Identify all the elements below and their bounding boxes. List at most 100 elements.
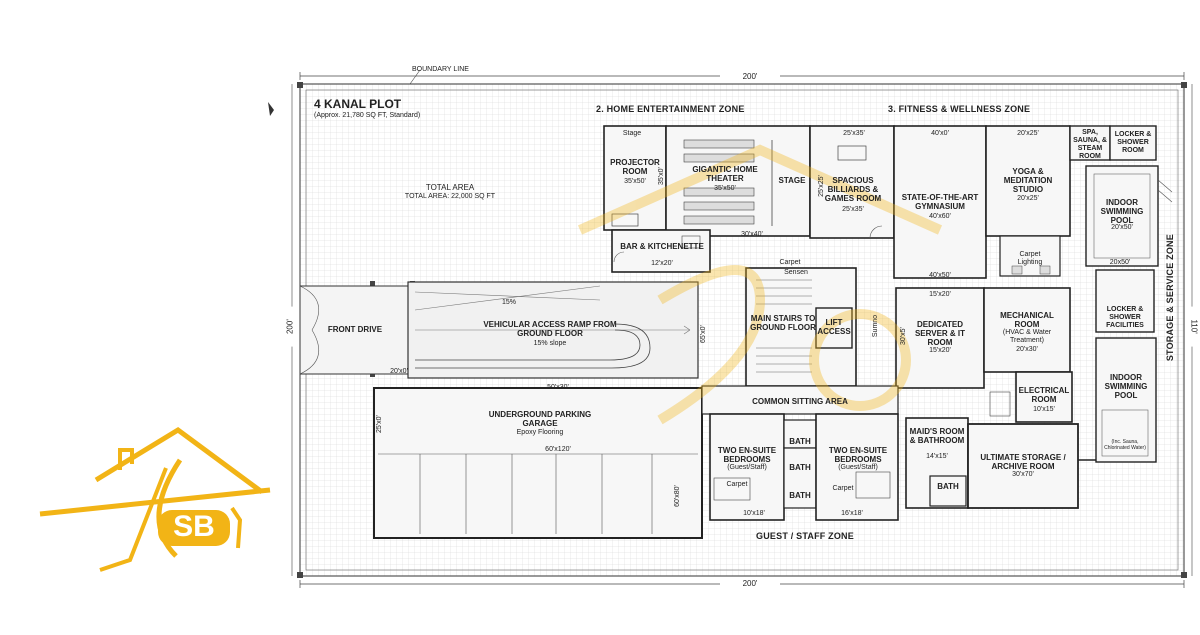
garage-right-dim: 60'x80'	[673, 485, 681, 507]
lift-title: LIFT ACCESS	[817, 318, 851, 337]
left-dimension: 200'	[285, 306, 295, 347]
locker-room-top	[1109, 125, 1157, 161]
gymnasium	[893, 125, 987, 279]
mechanical-room	[983, 287, 1071, 373]
locker-facilities	[1095, 269, 1155, 333]
maids-title: MAID'S ROOM & BATHROOM	[909, 427, 965, 446]
watermark-logo	[577, 144, 943, 425]
plot-title: 4 KANAL PLOT	[314, 97, 402, 111]
stairs-side-dim: 65'x0'	[699, 325, 707, 343]
theater-dim: 35'x50'	[714, 185, 736, 192]
front-drive-label: FRONT DRIVE	[327, 325, 383, 334]
pool-top-bottom-dim: 20x50'	[1109, 259, 1131, 266]
indoor-pool	[1095, 337, 1157, 463]
mech-dim: 20'x30'	[1016, 346, 1038, 353]
total-area-title: TOTAL AREA	[425, 183, 475, 192]
zone-fitness: 3. FITNESS & WELLNESS ZONE	[888, 104, 1031, 114]
gym-top-dim: 40'x0'	[931, 130, 949, 137]
bath-2: BATH	[789, 463, 811, 472]
gym-dim: 40'x60'	[929, 213, 951, 220]
projector-dim: 35'x50'	[624, 178, 646, 185]
maids-bath	[929, 475, 967, 507]
yoga-dim: 20'x25'	[1017, 195, 1039, 202]
bath-center-left	[783, 447, 817, 509]
bar-kitchenette	[611, 229, 711, 273]
maids-bath: BATH	[937, 482, 959, 491]
garage-sub: Epoxy Flooring	[516, 429, 564, 436]
locker-title: LOCKER & SHOWER FACILITIES	[1106, 306, 1144, 330]
stage-small-label: Stage	[622, 130, 642, 137]
maids-dim: 14'x15'	[926, 453, 948, 460]
elec-title: ELECTRICAL ROOM	[1018, 386, 1070, 405]
logo-text: SB	[173, 510, 215, 543]
gym-bottom-dim: 40'x50'	[929, 272, 951, 279]
garage-title: UNDERGROUND PARKING GARAGE	[488, 410, 592, 429]
theater-bottom-dim: 30'x40'	[741, 231, 763, 238]
bedrooms-left-dim: 10'x18'	[743, 510, 765, 517]
zone-guest-staff: GUEST / STAFF ZONE	[756, 531, 854, 541]
garage-inner-dim: 60'x120'	[545, 446, 571, 453]
server-title: DEDICATED SERVER & IT ROOM	[914, 320, 966, 348]
bar-dim: 12'x20'	[651, 260, 673, 267]
spa-title: SPA, SAUNA, & STEAM ROOM	[1073, 129, 1107, 161]
pass-label: Sensen	[784, 269, 808, 276]
plot-subtitle: (Approx. 21,780 SQ FT, Standard)	[314, 112, 421, 119]
bedrooms-right	[815, 413, 899, 521]
billiards-side-dim: 25'x25'	[817, 175, 825, 197]
total-area-value: TOTAL AREA: 22,000 SQ FT	[404, 193, 496, 200]
right-dimension: 110'	[1189, 306, 1199, 347]
cursor-icon	[268, 102, 274, 116]
carpet-top: Carpet	[779, 259, 801, 266]
billiards-title: SPACIOUS BILLIARDS & GAMES ROOM	[824, 176, 882, 204]
ramp-title: VEHICULAR ACCESS RAMP FROM GROUND FLOOR	[483, 320, 617, 339]
locker-top-title: LOCKER & SHOWER ROOM	[1114, 131, 1152, 155]
storage-title: ULTIMATE STORAGE / ARCHIVE ROOM	[980, 453, 1066, 472]
storage-dim: 30'x70'	[1012, 471, 1034, 478]
stage-label: STAGE	[778, 176, 806, 185]
bath-center-top	[783, 419, 817, 449]
spa-room	[1069, 125, 1111, 161]
bar-title: BAR & KITCHENETTE	[620, 242, 704, 251]
common-sitting-area	[701, 385, 899, 415]
parking-garage	[373, 387, 703, 539]
elec-dim: 10'x15'	[1033, 406, 1055, 413]
ramp-sub: 15% slope	[533, 340, 567, 347]
pool-note: (Inc. Sauna, Chlorinated Water)	[1104, 439, 1146, 451]
server-dim: 15'x20'	[929, 347, 951, 354]
ramp-slope: 15%	[501, 299, 516, 306]
pool-top-title: INDOOR SWIMMING POOL	[1100, 198, 1144, 226]
server-top-dim: 15'x20'	[929, 291, 951, 298]
ramp-dim: 20'x0'	[390, 368, 408, 375]
zone-home-entertainment: 2. HOME ENTERTAINMENT ZONE	[596, 104, 745, 114]
garage-top-dim: 50'x30'	[547, 384, 569, 391]
bedrooms-right-title: TWO EN-SUITE BEDROOMS	[828, 446, 888, 465]
corridor-label: Sumno	[871, 314, 879, 338]
bedrooms-right-sub: (Guest/Staff)	[838, 464, 878, 471]
bottom-dimension: 200'	[720, 579, 780, 589]
bedrooms-right-dim: 16'x18'	[841, 510, 863, 517]
bath-3: BATH	[789, 491, 811, 500]
yoga-lighting: Carpet Lighting	[1017, 251, 1043, 267]
zone-storage-service: STORAGE & SERVICE ZONE	[1164, 234, 1175, 362]
theater-seating	[683, 139, 755, 225]
projector-room	[603, 125, 667, 231]
bedrooms-left-sub: (Guest/Staff)	[727, 464, 767, 471]
billiards-top-dim: 25'x35'	[843, 130, 865, 137]
lift-access	[815, 307, 853, 349]
yoga-top-dim: 20'x25'	[1017, 130, 1039, 137]
stairs-title: MAIN STAIRS TO GROUND FLOOR	[750, 314, 816, 333]
yoga-title: YOGA & MEDITATION STUDIO	[1003, 167, 1053, 195]
storage-archive	[967, 423, 1079, 509]
electrical-room	[1015, 371, 1073, 423]
billiards-dim: 25'x35'	[842, 206, 864, 213]
server-room	[895, 287, 985, 389]
bedrooms-right-carpet: Carpet	[832, 485, 854, 492]
billiards-room	[809, 125, 895, 239]
bedrooms-left-title: TWO EN-SUITE BEDROOMS	[717, 446, 777, 465]
indoor-pool-top	[1085, 165, 1159, 267]
bath-1: BATH	[789, 437, 811, 446]
mech-title: MECHANICAL ROOM	[1000, 311, 1054, 330]
parking-bays	[378, 453, 698, 534]
theater-title: GIGANTIC HOME THEATER	[692, 165, 758, 184]
